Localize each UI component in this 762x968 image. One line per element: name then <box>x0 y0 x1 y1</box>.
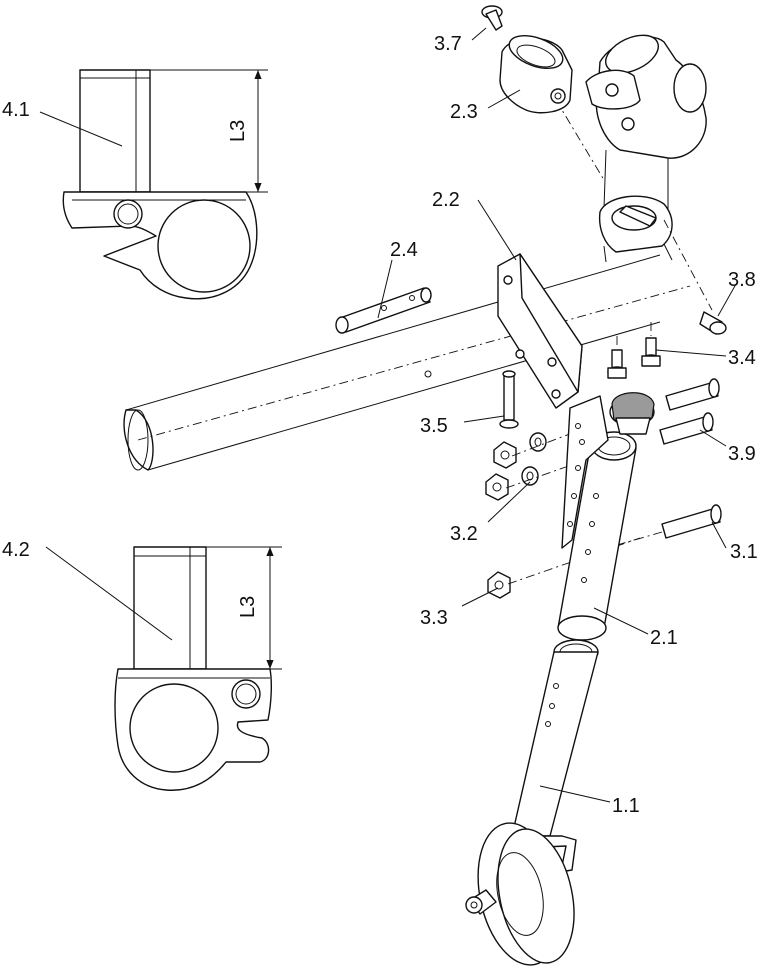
set-screw-3-8 <box>699 311 727 335</box>
nuts-washers-3-2 <box>485 429 581 501</box>
label-4-2: 4.2 <box>2 539 30 561</box>
label-4-1: 4.1 <box>2 99 30 121</box>
label-2-4: 2.4 <box>390 239 418 261</box>
dimension-l3-lower: L3 <box>206 546 282 670</box>
label-3-4: 3.4 <box>728 347 756 369</box>
label-3-8: 3.8 <box>728 269 756 291</box>
nut-3-3 <box>487 537 641 599</box>
dimension-label-lower: L3 <box>237 596 259 618</box>
axle-pin-2-4 <box>335 287 432 334</box>
clamp-detail-4-2 <box>114 546 273 791</box>
bolts-3-9 <box>659 378 720 445</box>
label-3-2: 3.2 <box>450 523 478 545</box>
label-3-5: 3.5 <box>420 415 448 437</box>
label-2-2: 2.2 <box>432 189 460 211</box>
pin-3-5 <box>499 370 519 429</box>
caster-fork-1-1 <box>465 639 599 966</box>
fork-tube-2-1 <box>557 392 655 641</box>
part-labels: 4.1 4.2 3.7 2.3 2.2 2.4 3.8 3.4 3.5 3.9 … <box>2 33 758 817</box>
mounting-plate-2-2 <box>497 253 583 409</box>
bolts-3-4 <box>607 322 661 379</box>
clamp-detail-4-1 <box>62 69 258 300</box>
leader-lines <box>39 27 737 803</box>
dimension-l3-upper: L3 <box>150 69 268 193</box>
upper-clamp-assembly <box>555 34 713 311</box>
bolt-3-1 <box>599 504 722 551</box>
label-2-1: 2.1 <box>650 627 678 649</box>
label-3-1: 3.1 <box>730 541 758 563</box>
clamp-half-2-3 <box>499 35 573 114</box>
label-3-7: 3.7 <box>434 33 462 55</box>
label-3-9: 3.9 <box>728 443 756 465</box>
label-2-3: 2.3 <box>450 101 478 123</box>
screw-3-7 <box>481 5 503 31</box>
dimension-label-upper: L3 <box>227 120 249 142</box>
label-3-3: 3.3 <box>420 607 448 629</box>
label-1-1: 1.1 <box>612 795 640 817</box>
